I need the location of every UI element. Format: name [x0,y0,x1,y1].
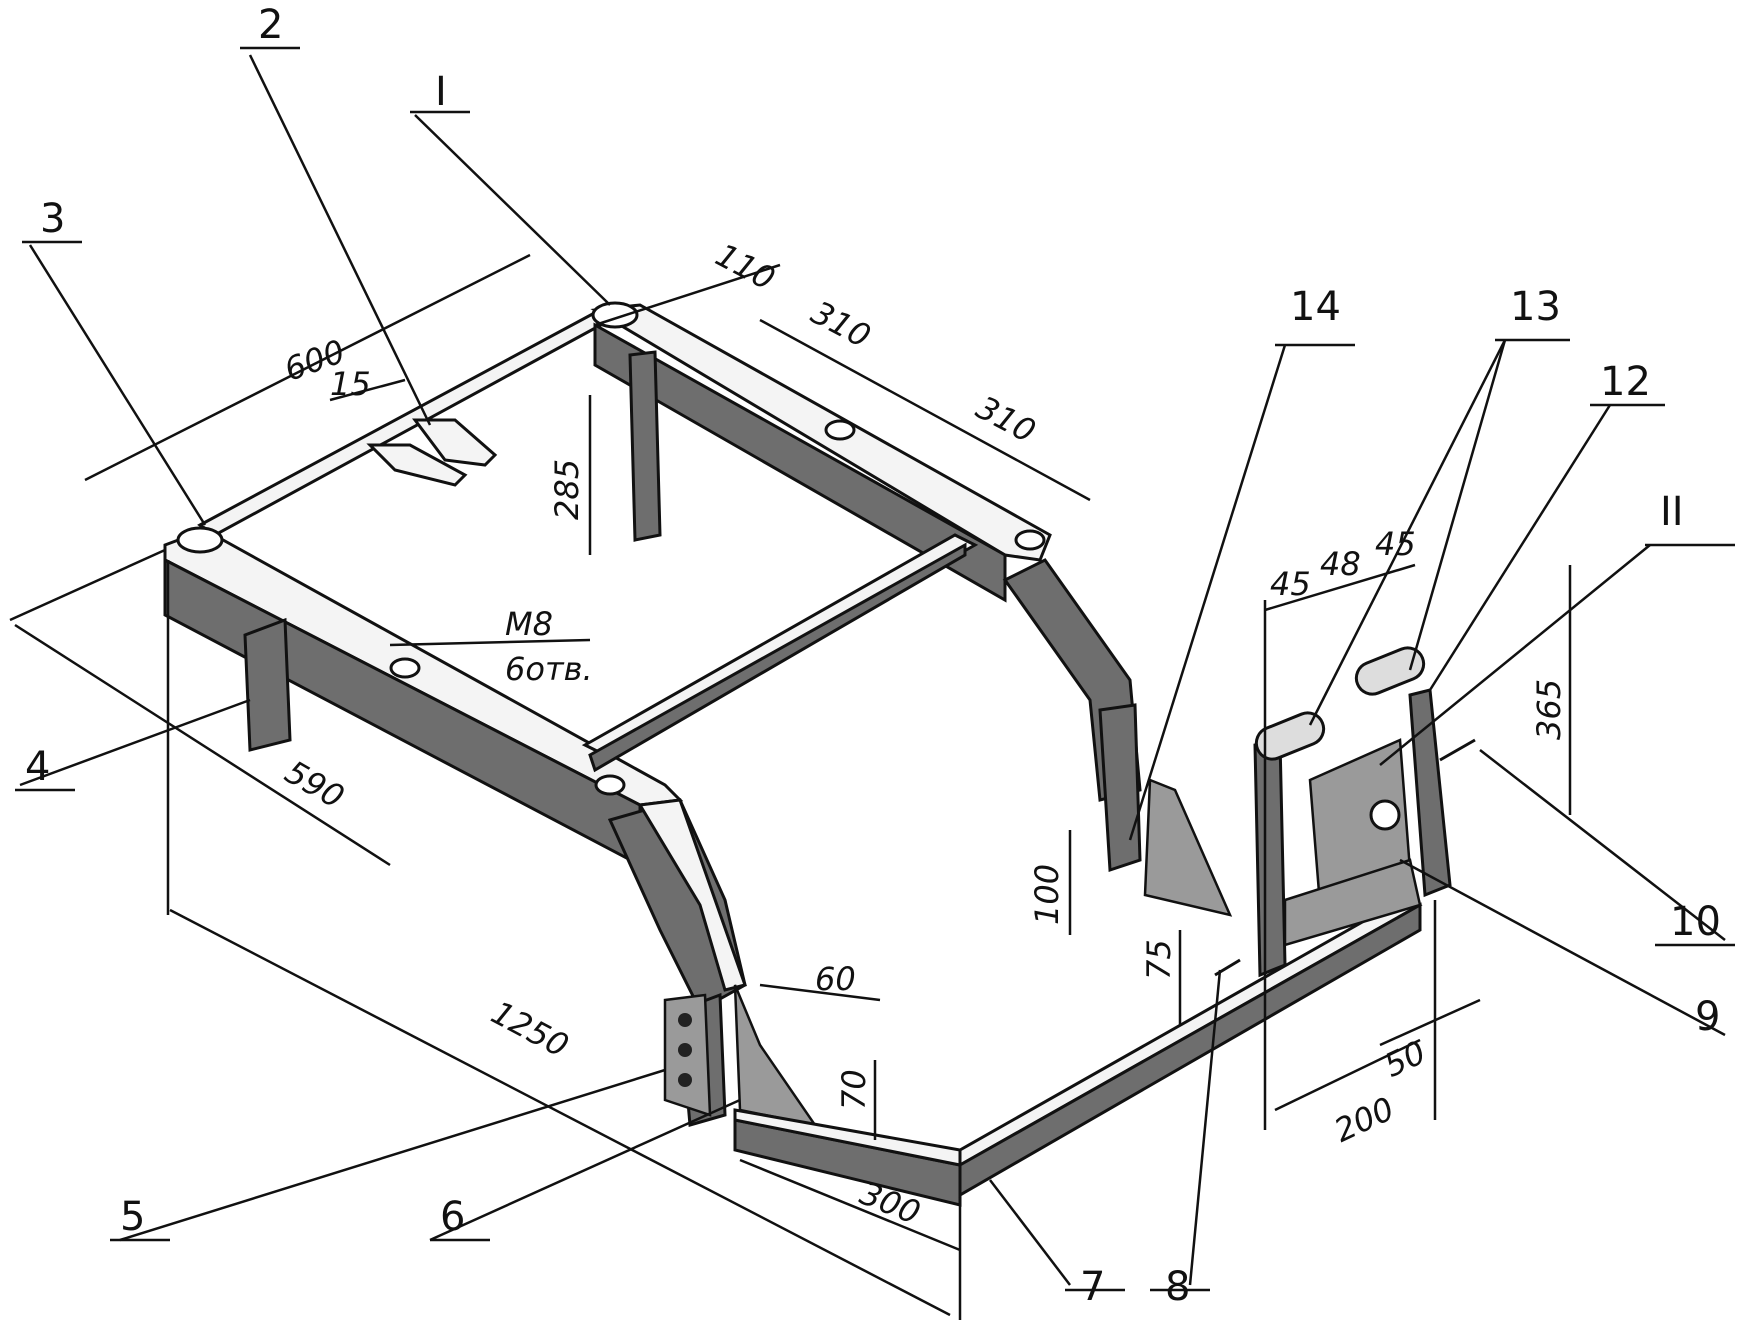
part-label-3: 3 [40,196,65,242]
part-labels: I 2 3 4 5 6 7 8 9 10 II 12 13 14 [15,2,1735,1310]
dim-line-15 [329,378,406,402]
leader-8 [1188,969,1222,1286]
leader-13b [1308,339,1507,726]
leader-7 [989,1179,1071,1286]
dim-ext-590a [9,548,166,622]
left-side-beam-side [163,557,642,868]
seat-base-plate [1283,858,1422,947]
part-label-1: I [435,69,447,115]
dim-45-b: 45 [1375,525,1416,563]
bracket-hole [678,1013,692,1027]
dim-75: 75 [1140,939,1178,980]
part-label-2: 2 [258,2,283,48]
thread-holes: 6отв. [505,650,593,688]
roller-pad-right [1354,646,1426,696]
left-gusset [733,984,818,1127]
dim-285: 285 [548,459,586,520]
seat-post-right [1408,688,1452,898]
leader-11 [1379,544,1651,766]
right-post [1098,703,1142,873]
dim-70: 70 [835,1069,873,1110]
dim-590: 590 [279,753,351,816]
front-hanging-post [243,617,292,752]
leader-9 [1399,858,1726,1037]
rear-hanging-post [628,350,662,542]
middle-cross-member-side [588,542,967,773]
part-label-10: 10 [1670,899,1721,945]
seat-hole [1369,799,1401,831]
dim-line-60 [759,983,881,1002]
middle-cross-member [581,533,979,757]
leader-2 [248,54,432,426]
dim-15: 15 [330,365,371,403]
bracket-hole [678,1043,692,1057]
part-label-14: 14 [1290,284,1341,330]
dim-line-50 [1379,998,1481,1047]
dim-line-590 [14,623,391,867]
leader-12 [1428,404,1612,691]
dim-line-310 [759,318,1091,502]
leader-lines [19,54,1726,1286]
thread-size: M8 [505,605,553,643]
dim-line-600 [84,253,531,482]
bottom-right-rail [958,902,1422,1198]
right-side-beam-side [593,322,1007,603]
thread-leader [389,638,591,647]
dim-310-a: 310 [805,293,877,355]
part-label-4: 4 [25,744,50,790]
dim-60: 60 [815,960,856,998]
dim-line-45-48-45 [1264,563,1416,612]
part-label-9: 9 [1695,994,1720,1040]
rod-10 [1439,738,1476,762]
mount-bracket-a [412,418,498,467]
part-label-6: 6 [440,1194,465,1240]
frame-structure [163,301,1476,1207]
part-label-7: 7 [1080,1264,1105,1310]
dim-45-a: 45 [1270,565,1311,603]
right-side-beam-top [590,303,1052,562]
dim-line-200 [1274,1038,1421,1112]
part-label-12: 12 [1600,359,1651,405]
roller-pad-left [1254,711,1326,761]
dimension-lines [9,253,1572,1320]
leader-1 [414,114,611,306]
dim-365: 365 [1530,679,1568,740]
dim-line-300 [739,1158,961,1252]
part-label-11: II [1660,489,1684,535]
dim-line-110 [594,263,781,327]
corner-joint-3 [176,526,224,554]
dim-100: 100 [1028,864,1066,925]
bolt-hole [1014,529,1046,551]
dim-200: 200 [1328,1090,1399,1150]
dim-48: 48 [1320,545,1361,583]
bolt-hole [824,419,856,441]
leader-14 [1128,344,1287,841]
bolt-hole [389,657,421,679]
seat-post-left [1253,738,1287,978]
leader-4 [19,698,251,787]
leader-10 [1479,749,1726,941]
dim-1250: 1250 [485,993,575,1065]
part-label-13: 13 [1510,284,1561,330]
leader-6 [429,1098,741,1242]
leader-5 [119,1068,666,1242]
bolt-hole [594,774,626,796]
part-label-5: 5 [120,1194,145,1240]
mount-bracket-b [366,443,468,487]
dim-110: 110 [709,236,781,298]
leader-3 [28,244,207,526]
dim-line-1250 [169,908,951,1317]
right-gusset [1143,778,1233,917]
part-label-8: 8 [1165,1264,1190,1310]
bracket-hole [678,1073,692,1087]
leader-13a [1408,339,1507,671]
